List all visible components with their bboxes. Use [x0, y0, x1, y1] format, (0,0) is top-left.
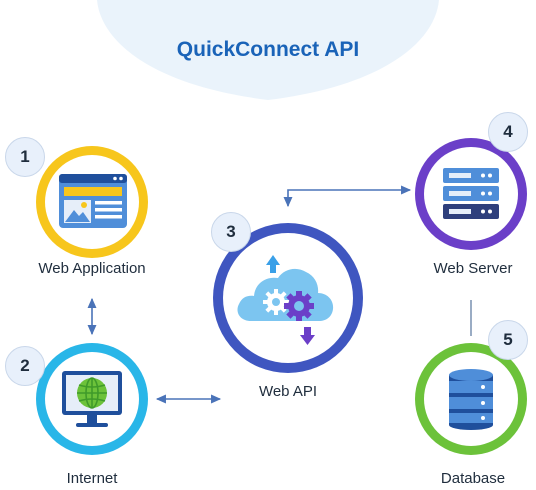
- globe-monitor-icon: [62, 371, 122, 427]
- step-badge-5: 5: [488, 320, 528, 360]
- cloud-gears-icon: [237, 255, 334, 345]
- web-api-label: Web API: [258, 383, 318, 400]
- web-server-label: Web Server: [433, 260, 513, 277]
- web-api-node: [213, 223, 363, 373]
- server-rack-icon: [443, 168, 499, 219]
- browser-window-icon: [59, 174, 127, 228]
- internet-node: [36, 343, 148, 455]
- step-badge-3: 3: [211, 212, 251, 252]
- page-title: QuickConnect API: [176, 38, 360, 61]
- step-badge-2: 2: [5, 346, 45, 386]
- web-application-label: Web Application: [38, 260, 146, 277]
- database-label: Database: [440, 470, 506, 487]
- database-icon: [449, 369, 493, 430]
- connector-api-server: [283, 185, 412, 208]
- header-cloud: [97, 0, 439, 100]
- internet-label: Internet: [66, 470, 118, 487]
- step-badge-1: 1: [5, 137, 45, 177]
- web-application-node: [36, 146, 148, 258]
- database-node: [415, 343, 527, 455]
- step-badge-4: 4: [488, 112, 528, 152]
- web-server-node: [415, 138, 527, 250]
